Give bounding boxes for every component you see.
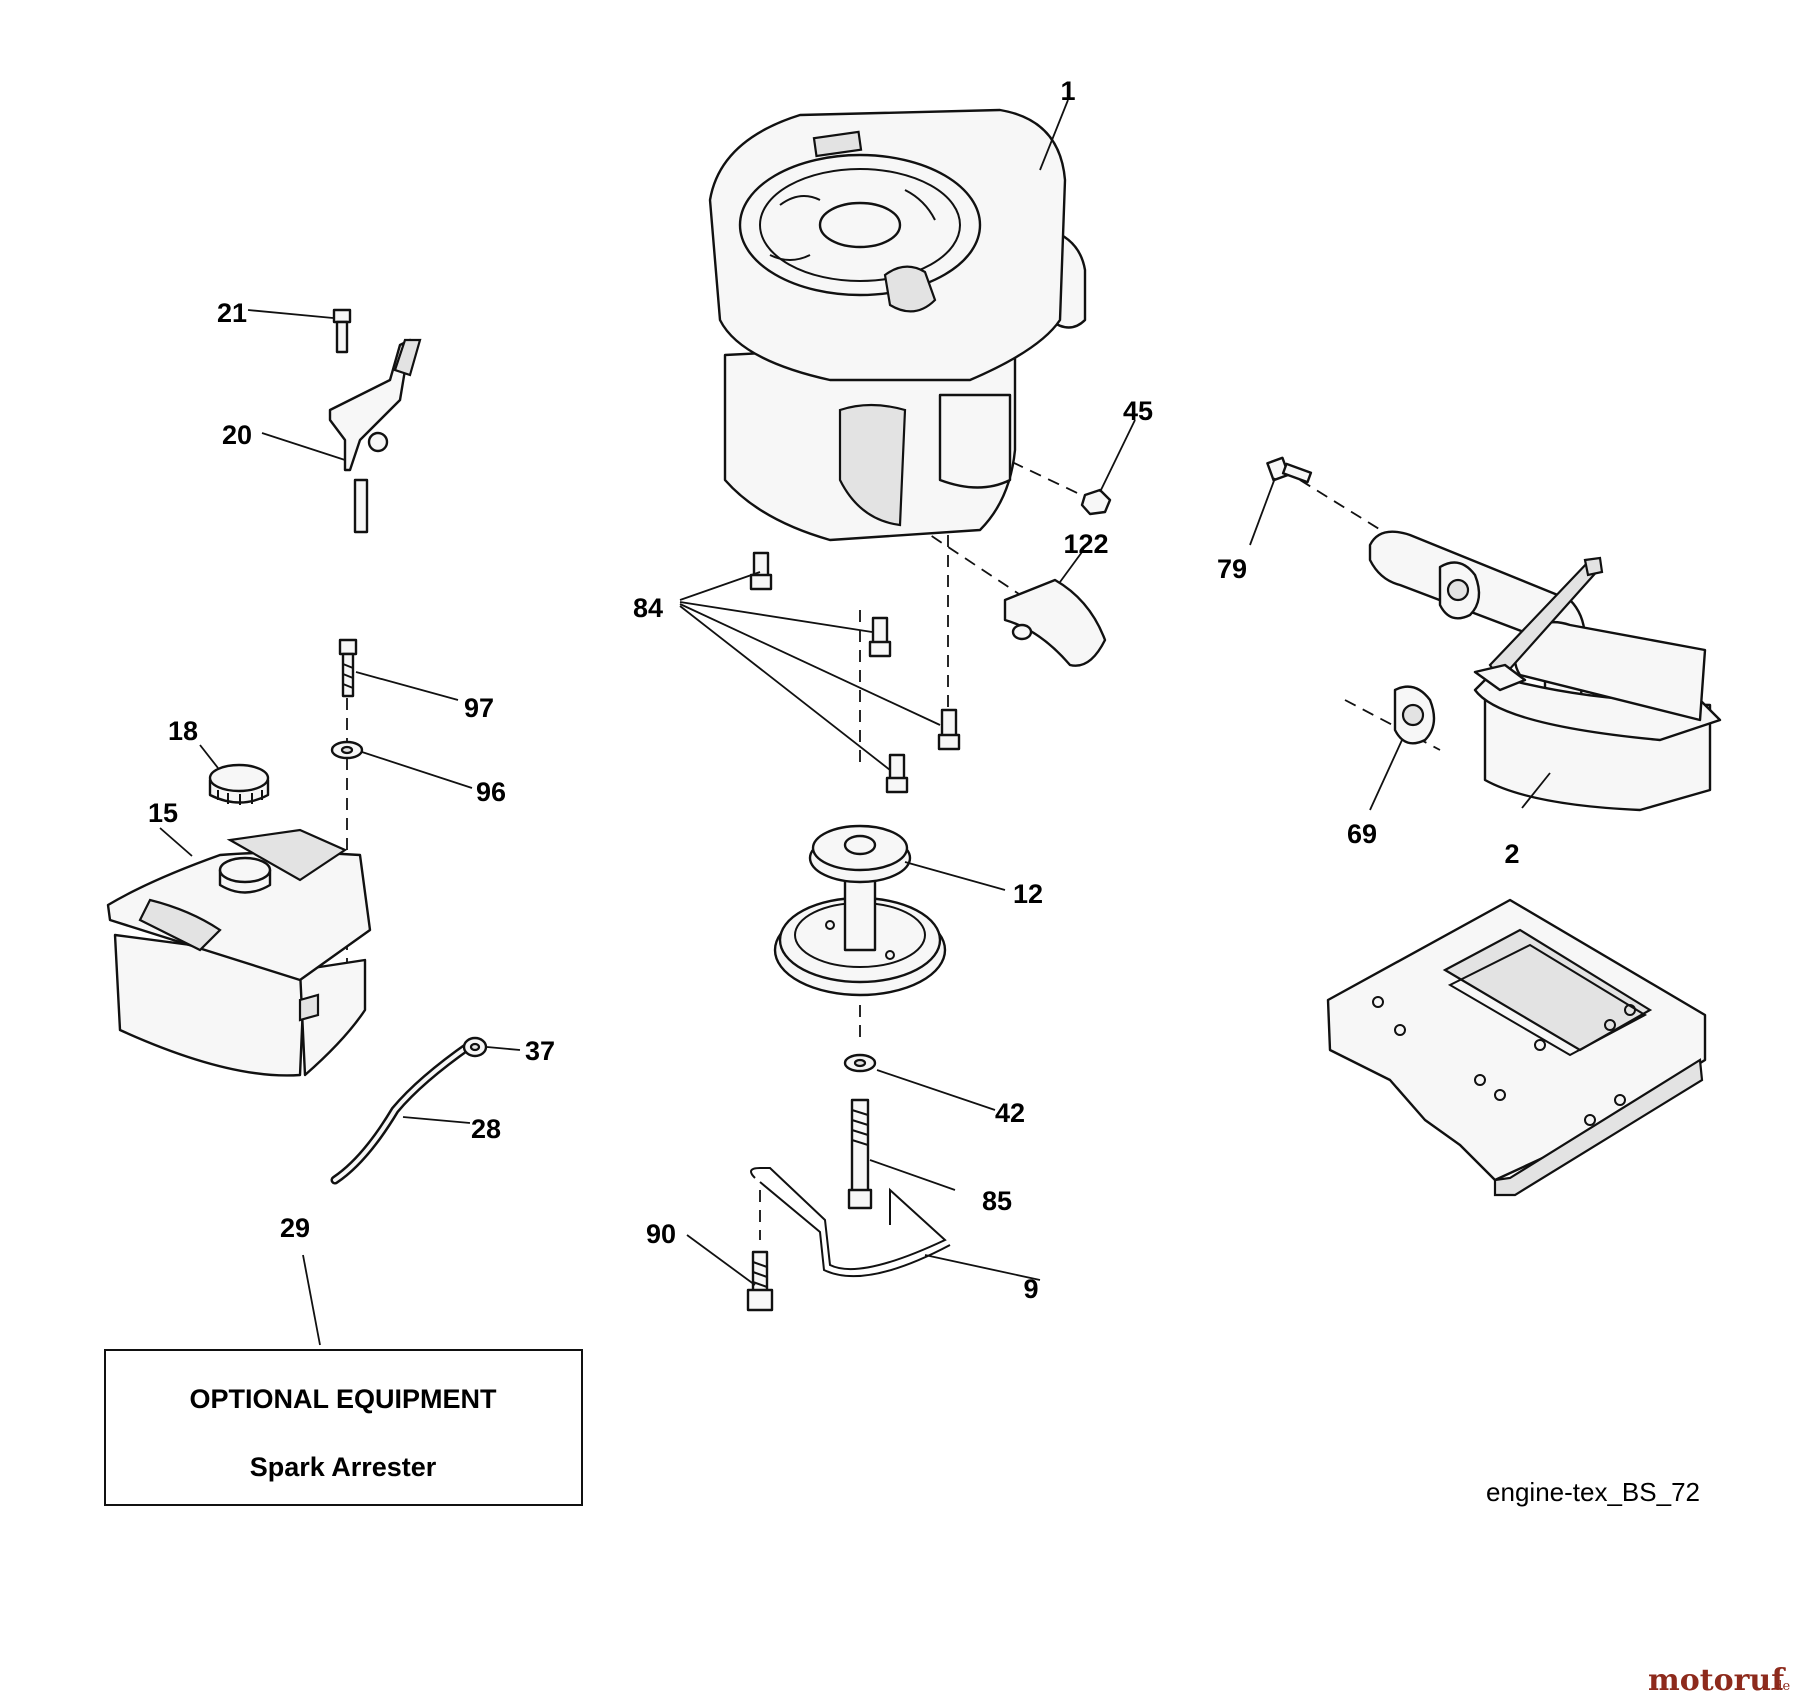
throttle-bracket-part bbox=[328, 308, 422, 534]
callout-37: 37 bbox=[525, 1036, 555, 1066]
callout-1: 1 bbox=[1060, 76, 1075, 106]
callout-21: 21 bbox=[217, 298, 247, 328]
engine-deck-part bbox=[1326, 898, 1707, 1197]
pulley-part bbox=[773, 824, 947, 997]
optional-equipment-box: OPTIONAL EQUIPMENT Spark Arrester bbox=[104, 1349, 583, 1506]
callout-45: 45 bbox=[1123, 396, 1153, 426]
shield-part bbox=[1003, 578, 1107, 667]
callout-69: 69 bbox=[1347, 819, 1377, 849]
callout-labels: 1 45 122 79 21 20 84 97 18 96 15 12 69 2… bbox=[148, 76, 1520, 1304]
fuel-cap-part bbox=[208, 763, 270, 805]
callout-29: 29 bbox=[280, 1213, 310, 1243]
engine-bolt-parts bbox=[749, 551, 961, 794]
watermark-suffix: .de bbox=[1770, 1679, 1790, 1694]
callout-18: 18 bbox=[168, 716, 198, 746]
callout-79: 79 bbox=[1217, 554, 1247, 584]
callout-12: 12 bbox=[1013, 879, 1043, 909]
callout-42: 42 bbox=[995, 1098, 1025, 1128]
fuel-tank-part bbox=[106, 828, 372, 1077]
callout-122: 122 bbox=[1063, 529, 1108, 559]
optional-equipment-subtitle: Spark Arrester bbox=[250, 1452, 437, 1482]
leader-lines bbox=[159, 99, 1551, 1346]
nut-part bbox=[1080, 488, 1112, 516]
callout-84: 84 bbox=[633, 593, 663, 623]
callout-20: 20 bbox=[222, 420, 252, 450]
muffler-part bbox=[1368, 530, 1722, 812]
washer-bolt-parts bbox=[843, 1053, 877, 1210]
fuel-line-parts bbox=[330, 1036, 488, 1185]
callout-9: 9 bbox=[1023, 1274, 1038, 1304]
callout-15: 15 bbox=[148, 798, 178, 828]
watermark-name: motoruf bbox=[1648, 1663, 1786, 1698]
optional-equipment-title: OPTIONAL EQUIPMENT bbox=[189, 1384, 497, 1414]
engine-part bbox=[708, 108, 1087, 542]
callout-90: 90 bbox=[646, 1219, 676, 1249]
callout-28: 28 bbox=[471, 1114, 501, 1144]
callout-96: 96 bbox=[476, 777, 506, 807]
muffler-bolt-part bbox=[1266, 456, 1313, 484]
diagram-reference: engine-tex_BS_72 bbox=[1486, 1477, 1700, 1507]
tank-bolt-parts bbox=[330, 638, 364, 760]
callout-2: 2 bbox=[1504, 839, 1519, 869]
bracket-part bbox=[750, 1167, 951, 1278]
gasket-parts bbox=[1393, 561, 1481, 745]
alignment-lines bbox=[346, 461, 1511, 1240]
watermark-logo: motoruf .de bbox=[1648, 1663, 1790, 1698]
bolt-90-part bbox=[746, 1250, 774, 1312]
callout-85: 85 bbox=[982, 1186, 1012, 1216]
callout-97: 97 bbox=[464, 693, 494, 723]
